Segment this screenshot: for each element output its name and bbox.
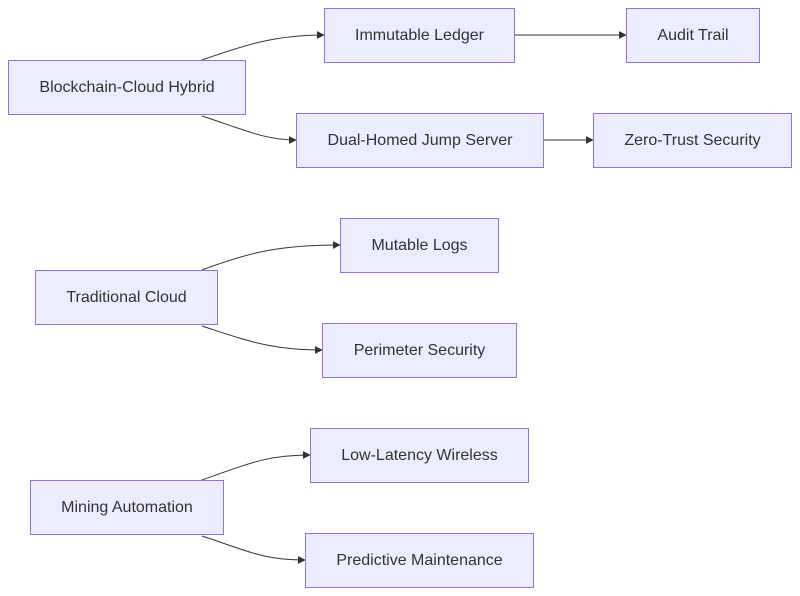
node-mutable-logs: Mutable Logs bbox=[340, 218, 499, 273]
node-traditional-cloud: Traditional Cloud bbox=[35, 270, 218, 325]
node-predictive-maintenance: Predictive Maintenance bbox=[305, 533, 534, 588]
edge-traditional-to-mutable-logs bbox=[201, 241, 341, 271]
node-label: Blockchain-Cloud Hybrid bbox=[39, 78, 215, 96]
edge-traditional-to-perimeter bbox=[201, 325, 323, 354]
node-label: Audit Trail bbox=[657, 26, 729, 44]
edge-blockchain-to-dual-homed bbox=[201, 115, 297, 144]
node-label: Perimeter Security bbox=[353, 341, 486, 359]
node-label: Predictive Maintenance bbox=[336, 551, 503, 569]
edge-mining-to-low-latency bbox=[201, 451, 311, 481]
node-label: Traditional Cloud bbox=[66, 288, 187, 306]
node-zero-trust-security: Zero-Trust Security bbox=[593, 113, 792, 168]
node-perimeter-security: Perimeter Security bbox=[322, 323, 517, 378]
node-low-latency-wireless: Low-Latency Wireless bbox=[310, 428, 529, 483]
node-mining-automation: Mining Automation bbox=[30, 480, 224, 535]
node-dual-homed-jump-server: Dual-Homed Jump Server bbox=[296, 113, 544, 168]
edge-mining-to-predictive bbox=[201, 535, 306, 564]
node-label: Dual-Homed Jump Server bbox=[327, 131, 513, 149]
edge-blockchain-to-immutable-ledger bbox=[201, 31, 325, 61]
node-label: Immutable Ledger bbox=[355, 26, 484, 44]
node-label: Low-Latency Wireless bbox=[341, 446, 498, 464]
node-label: Mutable Logs bbox=[371, 236, 468, 254]
node-label: Zero-Trust Security bbox=[624, 131, 761, 149]
node-audit-trail: Audit Trail bbox=[626, 8, 760, 63]
node-immutable-ledger: Immutable Ledger bbox=[324, 8, 515, 63]
node-blockchain-cloud-hybrid: Blockchain-Cloud Hybrid bbox=[8, 60, 246, 115]
node-label: Mining Automation bbox=[61, 498, 193, 516]
